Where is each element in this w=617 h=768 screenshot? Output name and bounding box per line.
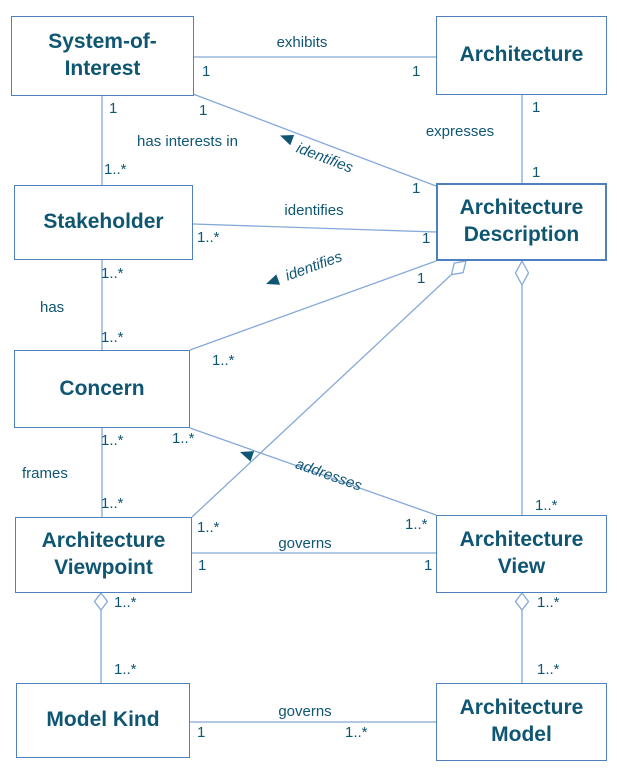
identifies-stakeholder-line <box>192 223 437 233</box>
class-box-architecture-description: Architecture Description <box>436 183 607 261</box>
multiplicity-governs-modelkind-end: 1 <box>197 724 206 741</box>
multiplicity-frames-viewpoint-end: 1..* <box>101 495 124 512</box>
multiplicity-viewpoint-modelkind-viewpoint-end: 1..* <box>114 594 137 611</box>
class-box-architecture-viewpoint: Architecture Viewpoint <box>15 517 192 593</box>
multiplicity-addresses-view-end: 1..* <box>405 516 428 533</box>
multiplicity-viewpoint-modelkind-modelkind-end: 1..* <box>114 661 137 678</box>
identifies-concern-line <box>189 260 437 351</box>
class-box-stakeholder: Stakeholder <box>14 185 193 260</box>
multiplicity-addresses-concern-end: 1..* <box>172 430 195 447</box>
relationship-label-governs-model: governs <box>278 703 332 720</box>
multiplicity-view-model-view-end: 1..* <box>537 594 560 611</box>
multiplicity-identifies-description-end: 1 <box>412 180 421 197</box>
multiplicity-exhibits-architecture-end: 1 <box>412 63 421 80</box>
multiplicity-frames-concern-end: 1..* <box>101 432 124 449</box>
relationship-label-has: has <box>40 299 65 316</box>
relationship-label-has-interests-in: has interests in <box>137 133 238 150</box>
multiplicity-expresses-description-end: 1 <box>532 164 541 181</box>
reading-direction-arrow-identifies-concern <box>266 274 281 285</box>
multiplicity-identifies-system-end: 1 <box>199 102 208 119</box>
relationship-label-identifies-stakeholder: identifies <box>284 202 344 219</box>
multiplicity-has-interests-in-system-end: 1 <box>109 100 118 117</box>
reading-direction-arrow-identifies-system <box>280 135 295 146</box>
aggregation-diamond-description-viewpoint <box>450 260 467 276</box>
aggregation-diamond-view-model <box>514 591 530 612</box>
reading-direction-arrow-addresses <box>240 451 255 462</box>
multiplicity-governs-view-end: 1 <box>424 557 433 574</box>
multiplicity-governs-model-end: 1..* <box>345 724 368 741</box>
multiplicity-description-view-end: 1..* <box>535 497 558 514</box>
class-box-concern: Concern <box>14 350 190 428</box>
multiplicity-has-interests-in-stakeholder-end: 1..* <box>104 161 127 178</box>
relationship-label-expresses: expresses <box>425 123 495 140</box>
multiplicity-identifies-stakeholder-end: 1..* <box>197 229 220 246</box>
aggregation-diamond-viewpoint-modelkind <box>93 591 109 612</box>
multiplicity-exhibits-system-end: 1 <box>202 63 211 80</box>
addresses-line <box>189 427 437 516</box>
relationship-label-frames: frames <box>22 465 68 482</box>
multiplicity-description-viewpoint-end: 1..* <box>197 519 220 536</box>
multiplicity-has-concern-end: 1..* <box>101 329 124 346</box>
description-viewpoint-line <box>191 274 452 518</box>
class-box-architecture-view: Architecture View <box>436 515 607 593</box>
identifies-system-line <box>192 93 437 187</box>
multiplicity-identifies-concern-end: 1..* <box>212 352 235 369</box>
relationship-label-exhibits: exhibits <box>276 34 328 51</box>
relationship-label-governs-view: governs <box>278 535 332 552</box>
multiplicity-has-stakeholder-end: 1..* <box>101 265 124 282</box>
multiplicity-identifies-concern-description-end: 1 <box>417 270 426 287</box>
class-box-system-of-interest: System-of-Interest <box>11 16 194 96</box>
aggregation-diamond-description-view <box>514 259 530 287</box>
class-box-architecture: Architecture <box>436 16 607 95</box>
multiplicity-view-model-model-end: 1..* <box>537 661 560 678</box>
class-box-architecture-model: Architecture Model <box>436 683 607 761</box>
class-box-model-kind: Model Kind <box>16 683 190 758</box>
multiplicity-expresses-architecture-end: 1 <box>532 99 541 116</box>
multiplicity-governs-viewpoint-end: 1 <box>198 557 207 574</box>
multiplicity-identifies-stakeholder-description-end: 1 <box>422 230 431 247</box>
